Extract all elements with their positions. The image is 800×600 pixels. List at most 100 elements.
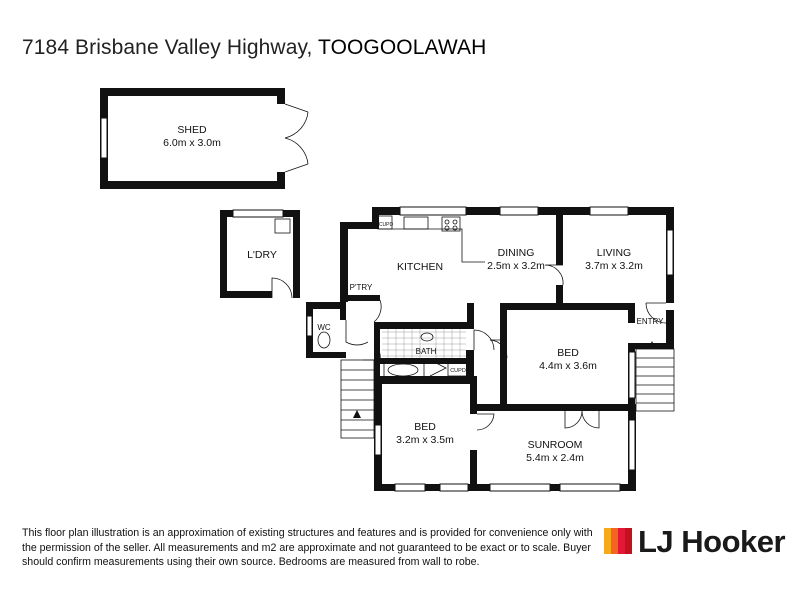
window-sunroom-bottom xyxy=(489,483,551,492)
cupd-arrow xyxy=(429,359,447,377)
laundry-wall-right xyxy=(293,210,300,298)
room-name-entry: ENTRY xyxy=(637,317,665,326)
bath-door xyxy=(473,329,495,351)
window-sunroom-side xyxy=(628,419,636,471)
house-wall-kitchen-corner xyxy=(372,207,379,229)
room-size-shed: 6.0m x 3.0m xyxy=(163,137,221,149)
bed2-door xyxy=(476,413,495,431)
logo-bar-4 xyxy=(625,528,632,554)
laundry-wall-bottom xyxy=(220,291,272,298)
shed-wall-top xyxy=(100,88,285,96)
shed-door-arcs xyxy=(284,111,309,165)
wall-dining-living-upper xyxy=(556,215,563,265)
entry-arrows xyxy=(353,341,656,418)
fixtures xyxy=(274,215,485,378)
shed-wall-right-bottom xyxy=(277,172,285,189)
bed1-door xyxy=(489,339,508,359)
wall-wc-bottom xyxy=(306,352,346,358)
bathtub-icon xyxy=(387,363,419,377)
laundry-door xyxy=(271,277,293,299)
arrow-up-icon xyxy=(648,341,656,349)
house-wall-kitchen-step xyxy=(340,222,374,229)
bath-cupboard xyxy=(447,361,469,377)
wall-wc-right xyxy=(340,302,346,320)
shed-wall-bottom xyxy=(100,181,285,189)
room-size-living: 3.7m x 3.2m xyxy=(585,260,643,272)
window-living xyxy=(589,206,629,216)
doors xyxy=(271,103,667,431)
wall-dining-living-lower xyxy=(556,285,563,307)
room-name-bath: BATH xyxy=(416,347,437,356)
basin-icon xyxy=(420,332,434,342)
entry-door xyxy=(645,302,667,324)
rear-door xyxy=(363,343,381,361)
wall-bed1-right-upper xyxy=(628,303,635,323)
wall-bed2-top xyxy=(374,376,474,384)
laundry-tub-icon xyxy=(274,218,291,234)
wall-bed2-right-lower xyxy=(470,450,477,490)
room-name-living: LIVING xyxy=(597,247,631,259)
wall-bed1-left xyxy=(500,303,507,411)
shed-door-leaves xyxy=(284,103,309,173)
wall-cupd-right xyxy=(466,350,474,384)
wc-door xyxy=(345,320,369,346)
lj-hooker-logo xyxy=(604,528,632,554)
logo-bar-1 xyxy=(604,528,611,554)
room-size-sunroom: 5.4m x 2.4m xyxy=(526,452,584,464)
room-name-sunroom: SUNROOM xyxy=(528,439,583,451)
bath-tiles xyxy=(382,329,466,358)
room-name-cupd-kitchen: CUPD xyxy=(379,222,394,228)
cooktop-icon xyxy=(441,216,461,232)
window-bed2 xyxy=(374,424,382,456)
window-living-side xyxy=(666,229,674,276)
wall-entry-right xyxy=(666,310,674,348)
window-shed xyxy=(100,117,108,159)
room-name-pantry: P'TRY xyxy=(350,283,373,292)
room-name-bed1: BED xyxy=(557,347,579,359)
kitchen-cupboard xyxy=(377,215,393,230)
window-wc xyxy=(306,315,313,337)
wall-bed1-top xyxy=(500,303,635,310)
page-title: 7184 Brisbane Valley Highway, TOOGOOLAWA… xyxy=(22,36,486,60)
logo-bar-3 xyxy=(618,528,625,554)
room-name-laundry: L'DRY xyxy=(247,249,277,261)
window-kitchen xyxy=(399,206,467,216)
toilet-icon xyxy=(317,331,331,349)
kitchen-sink-icon xyxy=(403,216,429,230)
window-sunroom-bottom-2 xyxy=(559,483,621,492)
shed-wall-right-top xyxy=(277,88,285,104)
bathtub-outline xyxy=(383,361,425,378)
window-dining xyxy=(499,206,539,216)
wall-bath-bottom xyxy=(374,358,466,364)
wall-wc-top xyxy=(306,302,346,309)
address-street: 7184 Brisbane Valley Highway, xyxy=(22,36,313,59)
laundry-wall-left xyxy=(220,210,227,298)
wall-bed2-right-upper xyxy=(470,376,477,414)
room-name-bed2: BED xyxy=(414,421,436,433)
room-name-dining: DINING xyxy=(498,247,535,259)
windows xyxy=(100,117,674,492)
window-bed2-bottom xyxy=(394,483,426,492)
stairs xyxy=(340,348,675,439)
house-wall-left-upper xyxy=(340,222,348,302)
logo-bar-2 xyxy=(611,528,618,554)
room-name-kitchen: KITCHEN xyxy=(397,261,443,273)
wall-kitchen-right-stub xyxy=(467,303,474,329)
brand-name: LJ Hooker xyxy=(638,524,786,559)
window-bed1-side xyxy=(628,351,636,399)
disclaimer-text: This floor plan illustration is an appro… xyxy=(22,527,593,569)
window-laundry xyxy=(232,209,284,218)
room-size-dining: 2.5m x 3.2m xyxy=(487,260,545,272)
wall-kitchen-bottom xyxy=(374,322,474,329)
wall-pantry-bottom xyxy=(340,295,380,301)
room-size-bed2: 3.2m x 3.5m xyxy=(396,434,454,446)
kitchen-bench xyxy=(379,228,485,263)
pantry-door xyxy=(373,299,382,323)
room-name-wc: WC xyxy=(317,323,331,332)
wall-bath-left xyxy=(374,322,380,382)
room-name-cupd-bath: CUPD xyxy=(450,368,466,374)
room-size-bed1: 4.4m x 3.6m xyxy=(539,360,597,372)
wall-bed1-bottom xyxy=(500,404,635,411)
dining-living-door xyxy=(544,264,564,286)
